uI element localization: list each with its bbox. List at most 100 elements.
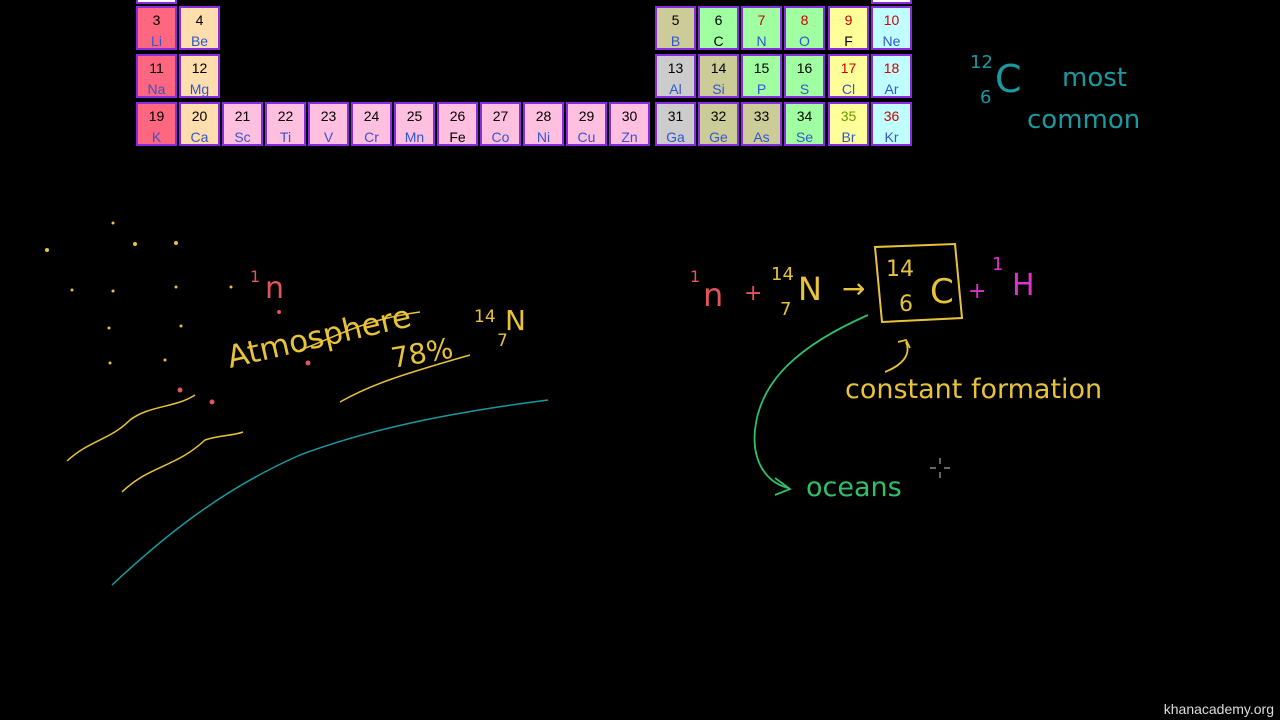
atomic-number: 11 [149,60,164,76]
element-symbol: P [756,81,767,97]
element-symbol: Na [147,81,166,97]
atomic-number: 21 [234,108,251,124]
atomic-number: 36 [883,108,900,124]
element-symbol: Mg [189,81,210,97]
cropped-cell-edge [136,0,177,4]
atm-neutron-symbol: n [265,271,284,306]
atomic-number: 28 [535,108,552,124]
element-symbol: F [844,33,853,49]
atomic-number: 4 [195,12,204,28]
c12-mass-number: 12 [970,52,993,73]
element-symbol: Fe [449,129,466,145]
eq-plus-2: + [968,279,986,304]
crosshair-cursor-icon [930,458,950,478]
atomic-number: 31 [667,108,684,124]
atomic-number: 20 [191,108,208,124]
atomic-number: 14 [710,60,727,76]
eq-plus-1: + [744,281,762,306]
atomic-number: 13 [667,60,684,76]
atomic-number: 3 [152,12,161,28]
eq-neutron-mass: 1 [690,267,700,286]
cropped-cell-edge [871,0,912,4]
nitrogen-percent: 78% [388,332,455,375]
atomic-number: 22 [277,108,294,124]
c12-atomic-number: 6 [980,87,991,108]
element-symbol: B [670,33,681,49]
element-symbol: Si [712,81,725,97]
eq-h-mass: 1 [992,254,1003,275]
atm-neutron-mass: 1 [250,267,260,286]
element-symbol: As [753,129,770,145]
atm-n14-atomic: 7 [497,331,508,351]
element-symbol: Be [190,33,209,49]
atomic-number: 16 [796,60,813,76]
atomic-number: 32 [710,108,727,124]
atmosphere-label: Atmosphere [224,299,415,376]
element-symbol: Cu [577,129,596,145]
element-symbol: Kr [884,129,899,145]
carbon12-note: 12 6 C most common [970,52,1140,135]
eq-n14-symbol: N [798,270,822,308]
atomic-number: 27 [492,108,509,124]
element-symbol: C [713,33,724,49]
atomic-number: 30 [621,108,638,124]
eq-h-symbol: H [1012,268,1035,303]
earth-surface-line [111,399,549,586]
atomic-number: 15 [753,60,770,76]
element-symbol: Ca [190,129,209,145]
element-symbol: Br [841,129,856,145]
neutron-dots [177,310,311,405]
formation-arrowhead [897,338,911,349]
element-symbol: Co [491,129,510,145]
constant-formation-label: constant formation [845,374,1102,405]
element-symbol: Ne [882,33,901,49]
atomic-number: 34 [796,108,813,124]
element-symbol: Li [151,33,162,49]
atomic-number: 29 [578,108,595,124]
atomic-number: 9 [844,12,853,28]
atomic-number: 25 [406,108,423,124]
atomic-number: 8 [800,12,809,28]
atomic-number: 17 [840,60,857,76]
element-symbol: N [756,33,767,49]
element-symbol: V [323,129,334,145]
element-symbol: Zn [621,129,638,145]
atomic-number: 18 [883,60,900,76]
c12-common-label: common [1027,105,1140,135]
atmosphere-dots [45,221,233,365]
ocean-arrow [753,314,869,489]
atomic-number: 6 [714,12,723,28]
ocean-arrowhead [774,477,792,496]
khan-academy-watermark: khanacademy.org [1163,701,1274,717]
atomic-number: 5 [671,12,680,28]
c14-box [873,242,964,324]
element-symbol: Ge [709,129,728,145]
atmosphere-sketch: 1 n Atmosphere 78% 14 7 N [45,221,549,586]
eq-c14-atomic: 6 [899,292,913,317]
c12-most-label: most [1062,63,1127,93]
eq-c14-mass: 14 [886,257,914,282]
element-symbol: O [799,33,810,49]
